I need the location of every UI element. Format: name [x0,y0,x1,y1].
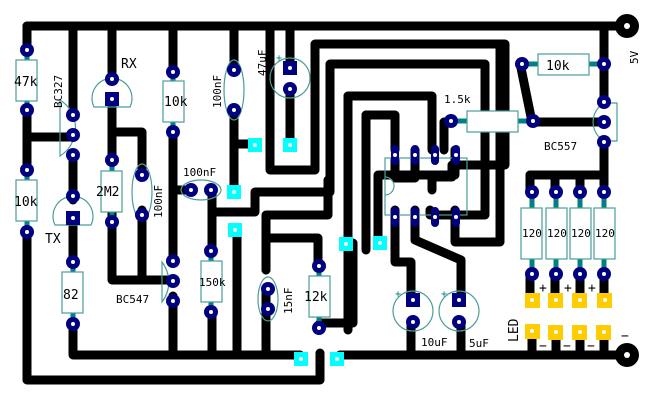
capacitor-100nf-vertical-top[interactable] [223,59,245,121]
led-minus-2: − [563,339,571,354]
label-10k-middle: 10k [164,95,188,110]
capacitor-15nf[interactable] [257,276,279,322]
led-3 [572,293,587,340]
vias [227,138,387,366]
label-1-5k: 1.5k [444,93,471,106]
label-bc557: BC557 [544,140,577,153]
label-led: LED [507,318,522,342]
led-pads[interactable] [525,293,612,340]
resistor-12k[interactable] [308,259,331,335]
label-10k-left: 10k [14,195,38,210]
led-minus-1: − [539,339,547,354]
label-tx: TX [45,232,61,247]
ir-receiver-rx[interactable] [91,72,133,108]
labels: 47k BC327 RX 10k 100nF 47uF 5V 1.5k BC55… [14,50,641,355]
led-1 [525,293,540,339]
led-plus-2: + [564,281,572,296]
capacitor-100nf-horizontal[interactable] [180,179,222,201]
label-5v: 5V [628,50,641,64]
led-plus-1: + [539,281,547,296]
resistor-2m2[interactable] [100,153,123,229]
label-5uf: 5uF [469,337,489,350]
label-100nf-top: 100nF [211,75,224,108]
label-120-2: 120 [547,227,567,240]
resistor-82[interactable] [61,255,84,331]
resistor-120-4 [593,185,616,281]
resistor-10k-left[interactable] [15,163,38,239]
resistor-150k[interactable] [200,244,223,319]
label-100nf-left: 100nF [152,185,165,218]
label-10uf: 10uF [421,336,448,349]
svg-text:+: + [395,289,401,300]
ic-pins-bottom [391,207,460,227]
label-120-4: 120 [595,227,615,240]
led-4 [596,293,612,340]
resistor-120-3 [569,185,592,281]
label-120-1: 120 [522,227,542,240]
resistor-47k[interactable] [15,43,38,117]
svg-text:+: + [441,289,447,300]
ic-pins-top [391,145,460,165]
transistor-bc557[interactable] [592,95,618,149]
capacitor-47uf[interactable]: + [269,53,311,99]
resistor-10k-middle[interactable] [162,65,185,139]
transistor-bc547[interactable] [161,254,180,308]
ic-dip8[interactable] [384,145,468,227]
label-15nf: 15nF [282,288,295,315]
label-bc327: BC327 [52,75,65,108]
transistor-bc327[interactable] [59,98,80,162]
capacitor-100nf-vertical-left[interactable] [131,163,153,222]
resistor-array-120[interactable] [520,185,616,281]
led-minus-3: − [587,339,595,354]
power-terminal-5v[interactable] [615,14,639,38]
label-47uf: 47uF [256,50,269,77]
label-2m2: 2M2 [96,185,119,200]
svg-text:+: + [276,53,282,64]
ir-transmitter-tx[interactable] [52,189,94,226]
label-bc547: BC547 [116,293,149,306]
ground-terminal[interactable] [615,343,639,367]
resistor-120-2 [545,185,568,281]
led-plus-3: + [588,281,596,296]
label-100nf-horizontal: 100nF [183,166,216,179]
capacitor-10uf[interactable]: + [392,289,434,332]
capacitor-5uf[interactable]: + [438,289,480,332]
ground-minus: − [621,329,629,344]
label-150k: 150k [199,276,226,289]
label-47k: 47k [14,75,38,90]
label-rx: RX [121,57,137,72]
label-12k: 12k [304,290,328,305]
label-120-3: 120 [571,227,591,240]
resistor-1-5k[interactable] [444,110,540,133]
led-2 [548,293,563,340]
label-10k-right: 10k [546,59,570,74]
resistor-10k-right[interactable] [515,53,611,76]
resistor-120-1 [520,185,543,281]
label-82: 82 [63,288,79,303]
